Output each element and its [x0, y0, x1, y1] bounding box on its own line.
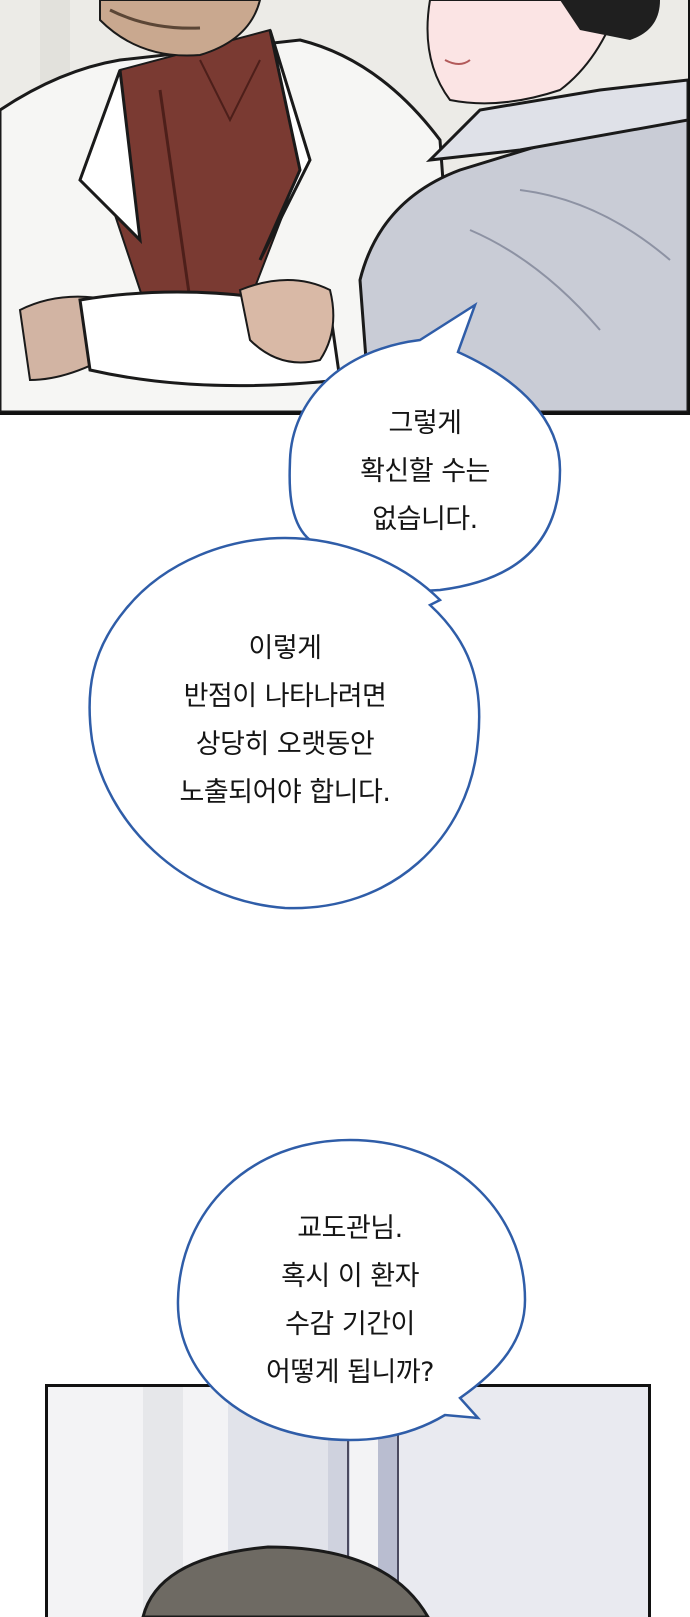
balloon-1-line-2: 확신할 수는	[360, 456, 490, 487]
speech-balloon-3-text: 교도관님. 혹시 이 환자 수감 기간이 어떻게 됩니까?	[215, 1205, 485, 1397]
speech-balloon-2-text: 이렇게 반점이 나타나려면 상당히 오랫동안 노출되어야 합니다.	[130, 625, 440, 817]
top-panel-illustration	[0, 0, 688, 412]
balloon-2-line-1: 이렇게	[248, 633, 322, 664]
balloon-3-line-1: 교도관님.	[297, 1213, 403, 1244]
balloon-3-line-2: 혹시 이 환자	[281, 1261, 419, 1292]
balloon-2-line-3: 상당히 오랫동안	[195, 729, 375, 760]
balloon-2-line-4: 노출되어야 합니다.	[179, 777, 391, 808]
balloon-3-line-3: 수감 기간이	[285, 1309, 415, 1340]
bottom-panel-illustration	[48, 1387, 648, 1617]
balloon-1-line-1: 그렇게	[388, 408, 462, 439]
balloon-3-line-4: 어떻게 됩니까?	[266, 1357, 434, 1388]
balloon-2-line-2: 반점이 나타나려면	[183, 681, 387, 712]
speech-balloon-1-text: 그렇게 확신할 수는 없습니다.	[310, 400, 540, 544]
top-comic-panel	[0, 0, 690, 415]
bottom-comic-panel	[45, 1384, 651, 1617]
balloon-1-line-3: 없습니다.	[372, 504, 478, 535]
